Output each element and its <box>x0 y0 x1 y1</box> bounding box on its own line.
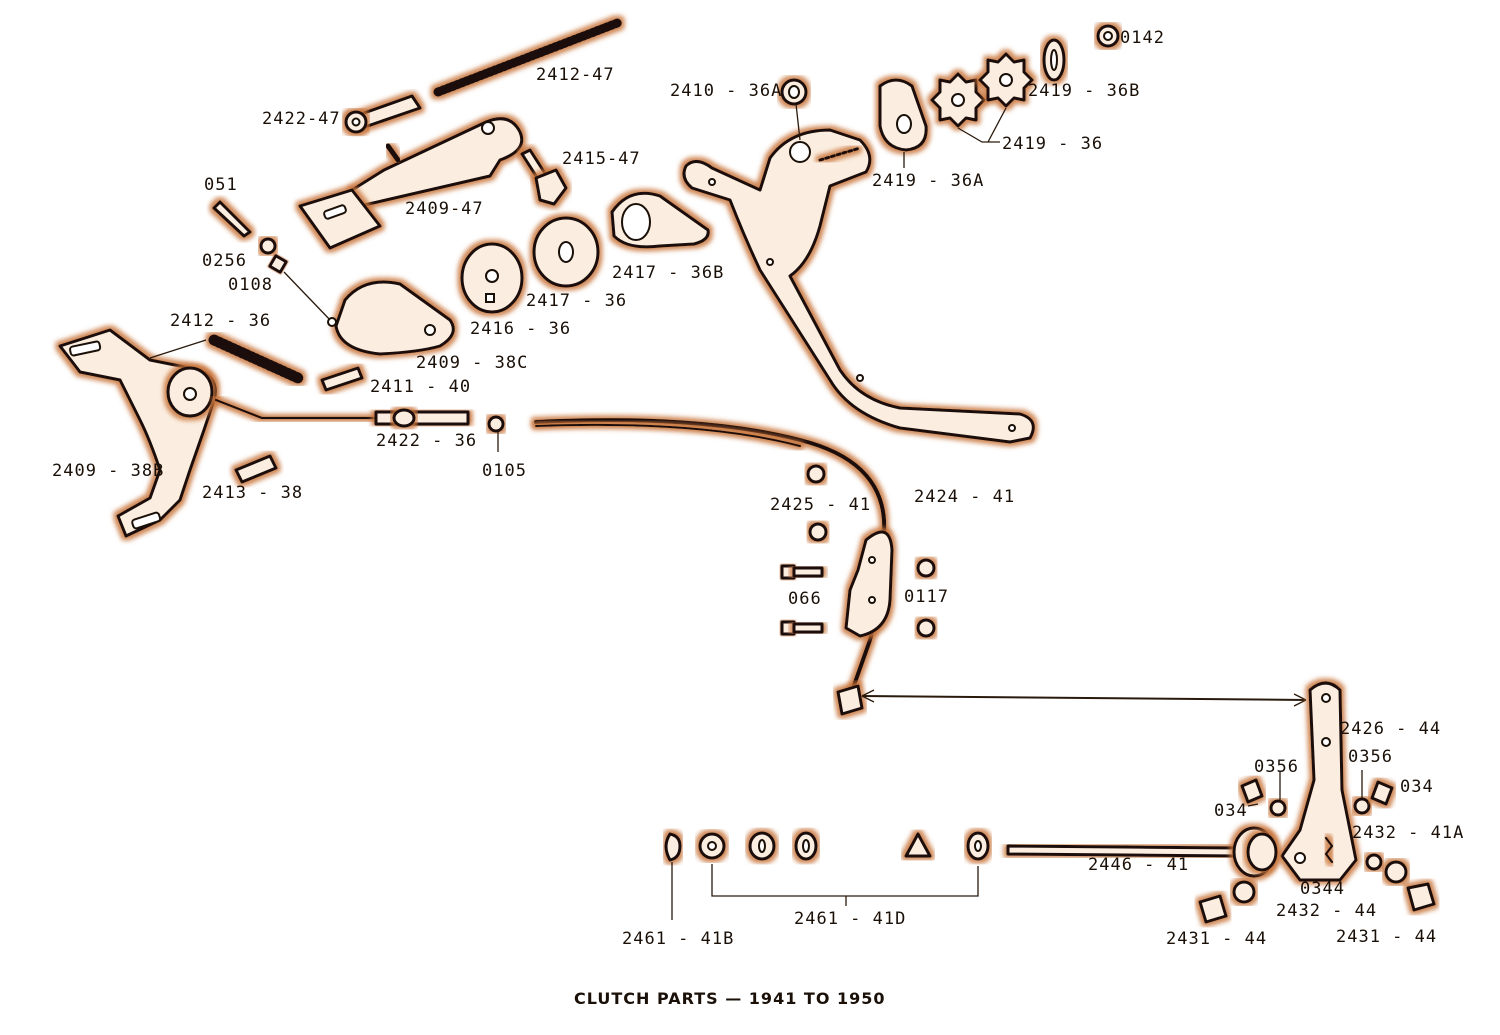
shaft-2446-41 <box>1006 826 1278 878</box>
bolt-051 <box>212 200 252 238</box>
plate-2416-36 <box>460 242 524 314</box>
cam-2419-36A <box>878 78 928 152</box>
label-2409-38B: 2409 - 38B <box>52 461 164 481</box>
cover-plate-2409-38C <box>327 280 455 356</box>
bolt-066-a <box>780 564 824 580</box>
label-2409-47: 2409-47 <box>405 199 484 219</box>
label-0256: 0256 <box>202 251 247 271</box>
label-0356-left: 0356 <box>1254 757 1299 777</box>
rod-link-line <box>861 695 1307 701</box>
bushing-2461-41D-3 <box>794 831 818 861</box>
clevis-pin-2422-47 <box>344 94 422 134</box>
clutch-pedal-2409-38B <box>58 328 217 538</box>
label-2419-36A: 2419 - 36A <box>872 171 984 191</box>
label-0356-right: 0356 <box>1348 747 1393 767</box>
nut-2425-41 <box>806 464 826 484</box>
bushing-2461-41D-4 <box>966 831 990 861</box>
label-034-left: 034 <box>1214 801 1248 821</box>
label-2416-36: 2416 - 36 <box>470 319 571 339</box>
plate-2417-36B <box>610 191 710 249</box>
star-washer-2419-36-a <box>930 72 986 128</box>
washer-2417-36 <box>532 216 600 288</box>
label-2432-41A: 2432 - 41A <box>1352 823 1464 843</box>
bushing-2461-41D-2 <box>748 831 776 861</box>
washer-2432-41A <box>1365 853 1383 871</box>
label-2419-36: 2419 - 36 <box>1002 134 1103 154</box>
release-lever-2426-44 <box>1280 681 1358 882</box>
cable-bracket <box>844 530 894 638</box>
bolt-2415-47 <box>520 148 568 206</box>
label-2432-44: 2432 - 44 <box>1276 901 1377 921</box>
washer-0256 <box>259 237 277 255</box>
cable-2424-41 <box>534 418 887 710</box>
nut-2432-44-right <box>1384 860 1408 884</box>
bushing-2461-41D-1 <box>698 832 726 860</box>
bushing-2410-36A <box>780 78 808 106</box>
label-2431-44-left: 2431 - 44 <box>1166 929 1267 949</box>
label-2411-40: 2411 - 40 <box>370 377 471 397</box>
label-0344: 0344 <box>1300 879 1345 899</box>
label-2417-36: 2417 - 36 <box>526 291 627 311</box>
label-2431-44-right: 2431 - 44 <box>1336 927 1437 947</box>
label-2426-44: 2426 - 44 <box>1340 719 1441 739</box>
clip-2461-41B <box>664 832 682 862</box>
bolt-066-b <box>780 620 824 636</box>
spring-0344 <box>1324 836 1334 864</box>
nut-0117-b <box>916 618 936 638</box>
label-2410-36A: 2410 - 36A <box>670 81 782 101</box>
bolt-2431-44-left <box>1198 894 1228 924</box>
label-051: 051 <box>204 175 238 195</box>
stud-2413-38 <box>234 454 278 484</box>
label-2461-41D: 2461 - 41D <box>794 909 906 929</box>
clutch-pedal-bracket <box>682 128 1035 444</box>
label-2422-36: 2422 - 36 <box>376 431 477 451</box>
label-0105: 0105 <box>482 461 527 481</box>
label-0142: 0142 <box>1120 28 1165 48</box>
label-2412-47: 2412-47 <box>536 65 615 85</box>
label-2461-41B: 2461 - 41B <box>622 929 734 949</box>
nut-0142 <box>1096 24 1120 48</box>
label-2409-38C: 2409 - 38C <box>416 353 528 373</box>
label-2412-36: 2412 - 36 <box>170 311 271 331</box>
label-2415-47: 2415-47 <box>562 149 641 169</box>
cone-2461-41D <box>904 832 932 858</box>
cable-end-fitting <box>836 684 864 716</box>
washer-0356-left <box>1269 799 1287 817</box>
bolt-034-right <box>1370 780 1394 806</box>
label-2422-47: 2422-47 <box>262 109 341 129</box>
label-034-right: 034 <box>1400 777 1434 797</box>
label-2446-41: 2446 - 41 <box>1088 855 1189 875</box>
washer-2419-36B <box>1042 38 1066 82</box>
nut-0105 <box>487 415 505 433</box>
nut-0117-a <box>916 558 936 578</box>
clevis-2411-40 <box>320 366 364 392</box>
pedal-return-spring-2412-47 <box>433 17 625 97</box>
nut-2432-44 <box>1232 880 1256 904</box>
bolt-034-left <box>1240 778 1264 804</box>
nut-0108 <box>268 254 288 274</box>
washer-2425-41-b <box>808 522 828 542</box>
label-2413-38: 2413 - 38 <box>202 483 303 503</box>
brake-pedal-2409-47 <box>298 117 524 250</box>
label-2424-41: 2424 - 41 <box>914 487 1015 507</box>
label-0117: 0117 <box>904 587 949 607</box>
label-0108: 0108 <box>228 275 273 295</box>
star-washer-2419-36-b <box>978 52 1034 108</box>
washer-0356-right <box>1353 797 1371 815</box>
pedal-rod-2422-36 <box>214 398 470 428</box>
label-066: 066 <box>788 589 822 609</box>
diagram-caption: CLUTCH PARTS — 1941 TO 1950 <box>574 989 886 1008</box>
label-2417-36B: 2417 - 36B <box>612 263 724 283</box>
bolt-2431-44-right <box>1406 882 1436 912</box>
pedal-spring-2412-36 <box>208 334 304 384</box>
label-2425-41: 2425 - 41 <box>770 495 871 515</box>
label-2419-36B: 2419 - 36B <box>1028 81 1140 101</box>
